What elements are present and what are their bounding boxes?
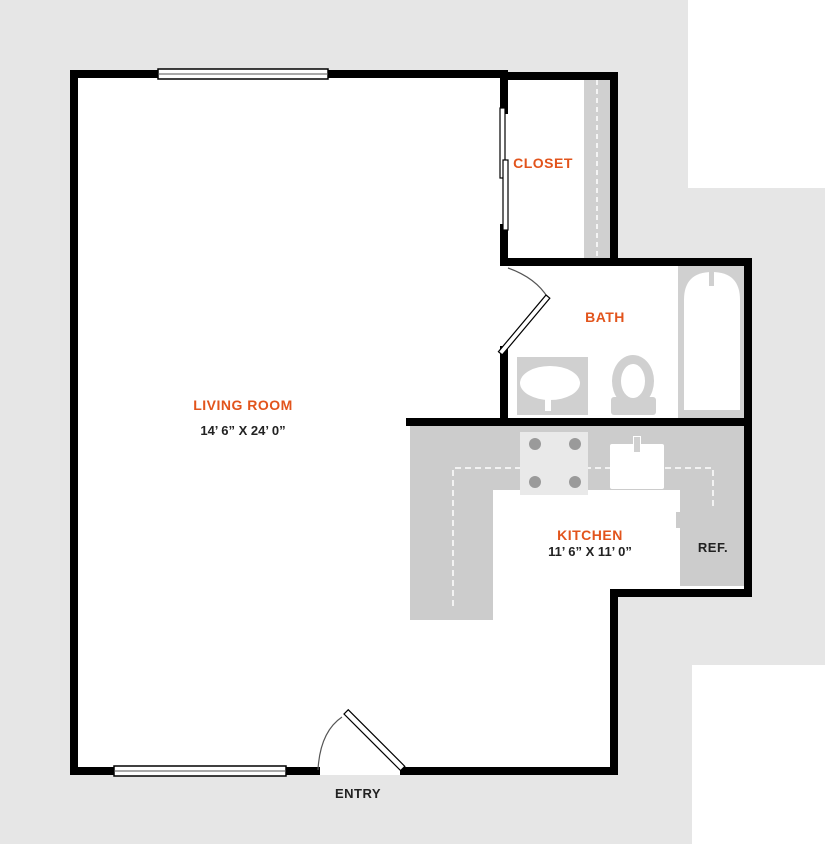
bathtub	[678, 266, 746, 418]
closet-shelf	[584, 77, 610, 260]
living-room-dimensions: 14’ 6” X 24’ 0”	[200, 423, 285, 438]
toilet	[611, 355, 656, 415]
refrigerator	[676, 510, 746, 586]
entry-door	[317, 708, 406, 772]
closet-label: CLOSET	[513, 155, 573, 171]
bath-sink	[517, 357, 588, 415]
kitchen-dimensions: 11’ 6” X 11’ 0”	[548, 544, 632, 559]
cooktop	[520, 432, 588, 495]
bath-label: BATH	[585, 309, 625, 325]
kitchen-label: KITCHEN	[557, 527, 623, 543]
bath-door	[497, 267, 551, 356]
living-room-label: LIVING ROOM	[193, 397, 293, 413]
entry-label: ENTRY	[335, 786, 381, 801]
window-bottom	[113, 765, 287, 777]
closet-sliding-door	[499, 107, 509, 231]
refrigerator-label: REF.	[698, 540, 728, 555]
kitchen-sink	[610, 436, 664, 489]
window-top	[157, 68, 329, 80]
